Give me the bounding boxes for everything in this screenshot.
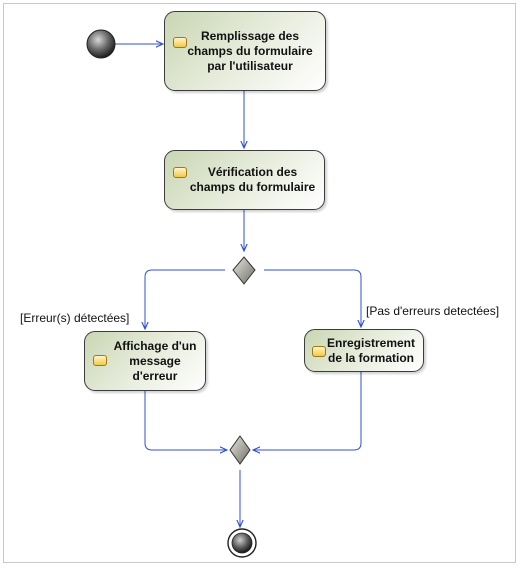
- activity-verification[interactable]: Vérification des champs du formulaire: [164, 150, 325, 210]
- activity-affichage-label: Affichage d'un message d'erreur: [113, 338, 197, 383]
- decision-node: [232, 256, 256, 285]
- activity-icon: [173, 167, 187, 178]
- activity-icon: [173, 37, 187, 48]
- guard-pas-erreurs: [Pas d'erreurs detectées]: [366, 304, 500, 318]
- flow-enregistrement-to-merge: [253, 371, 362, 450]
- activity-icon: [312, 346, 326, 357]
- activity-remplissage-label: Remplissage des champs du formulaire par…: [187, 28, 313, 73]
- flow-decision-to-enregistrement: [264, 269, 361, 327]
- activity-enregistrement-label: Enregistrement de la formation: [326, 335, 416, 365]
- flow-decision-to-affichage: [145, 269, 225, 329]
- activity-verification-label: Vérification des champs du formulaire: [189, 165, 316, 194]
- activity-enregistrement[interactable]: Enregistrement de la formation: [304, 329, 424, 372]
- activity-remplissage[interactable]: Remplissage des champs du formulaire par…: [164, 11, 326, 91]
- initial-node: [86, 29, 116, 59]
- diagram-frame: [3, 3, 516, 563]
- guard-erreurs: [Erreur(s) détectées]: [20, 311, 130, 325]
- final-node-core: [231, 532, 253, 554]
- merge-node: [229, 435, 251, 465]
- activity-icon: [93, 355, 107, 366]
- activity-affichage[interactable]: Affichage d'un message d'erreur: [84, 331, 206, 391]
- flow-affichage-to-merge: [144, 390, 227, 450]
